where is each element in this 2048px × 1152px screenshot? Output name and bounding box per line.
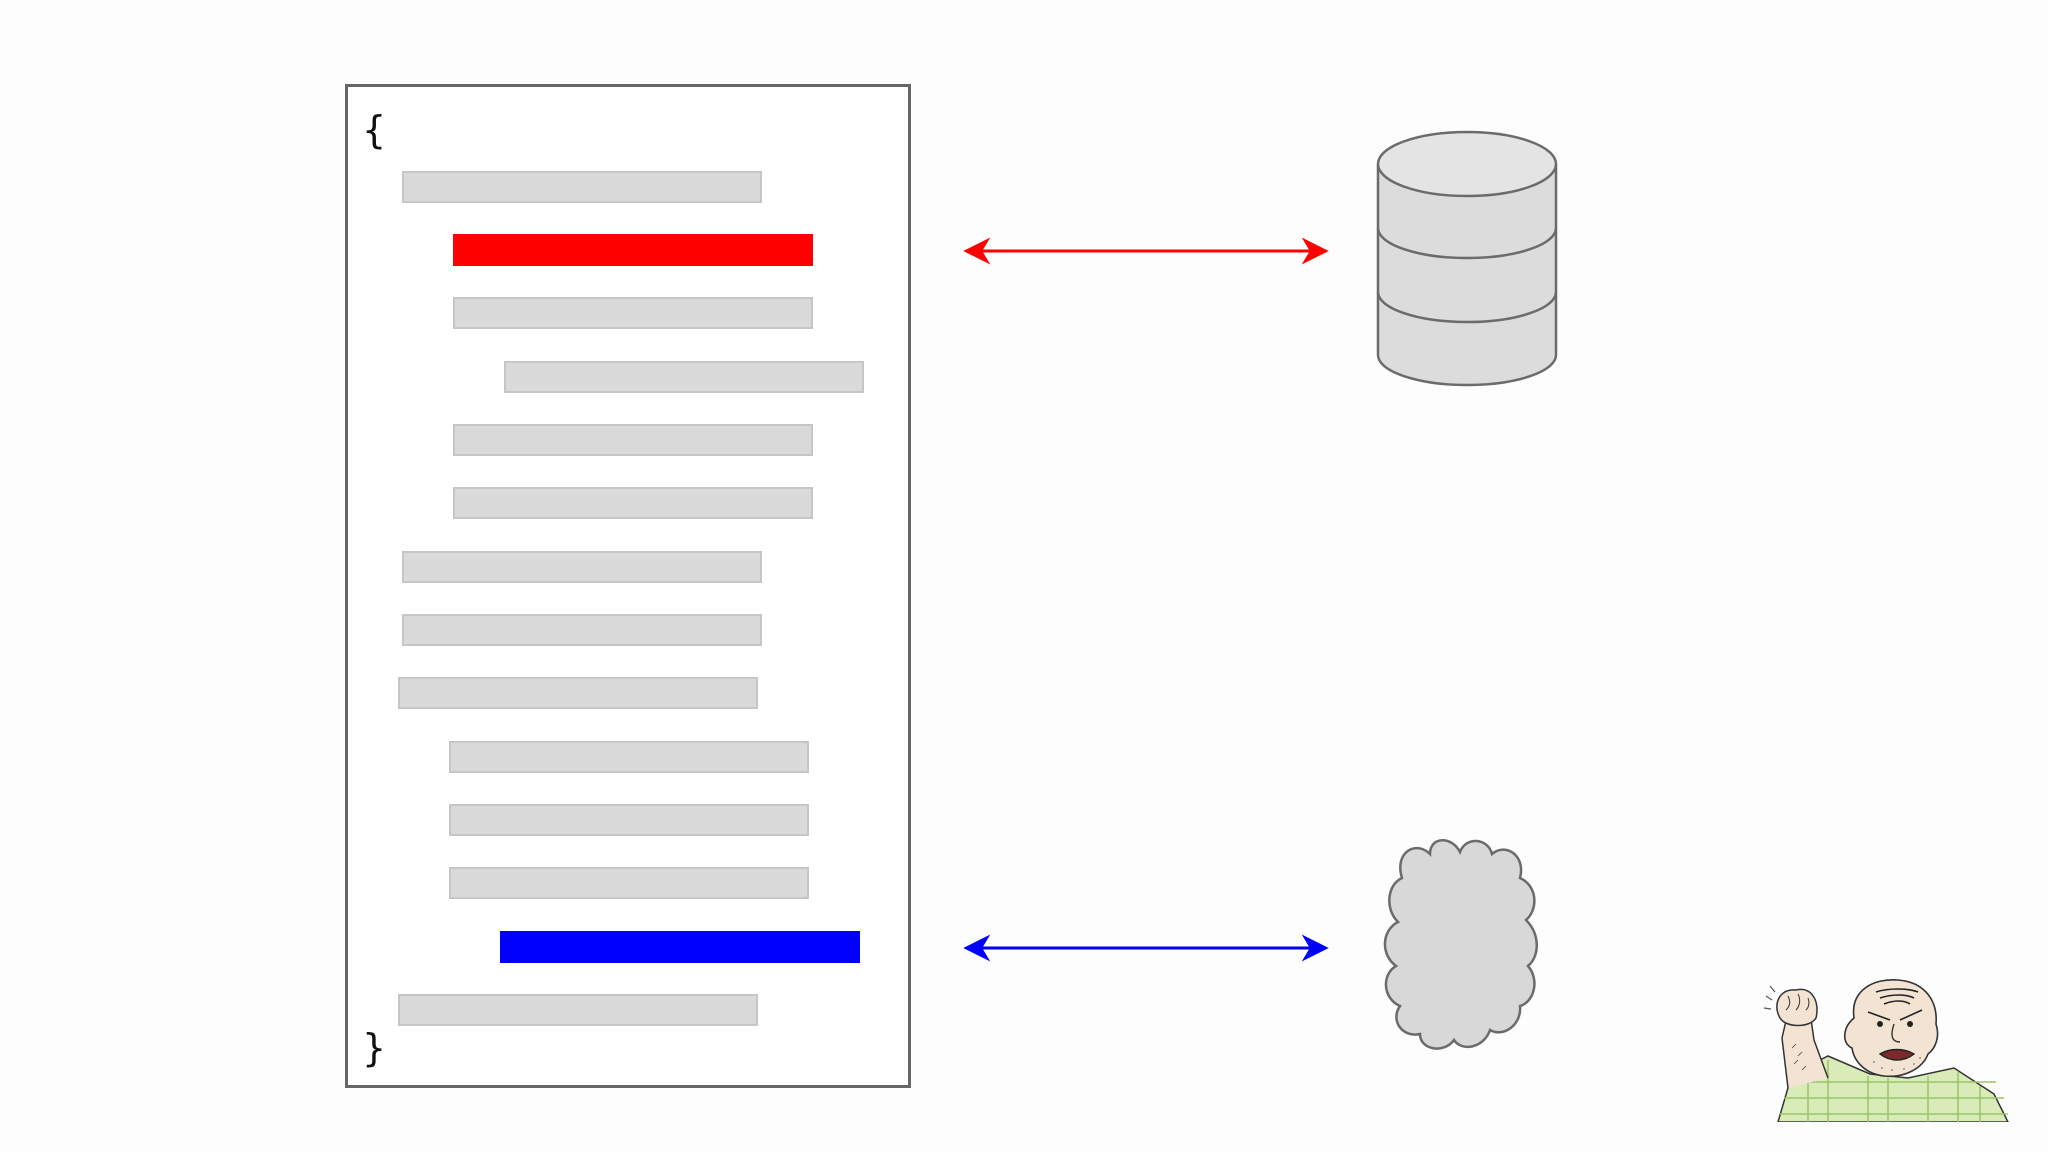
code-line <box>449 804 809 836</box>
code-line <box>453 297 813 329</box>
code-line <box>453 424 813 456</box>
code-line <box>402 171 762 203</box>
code-line <box>402 614 762 646</box>
code-line <box>449 741 809 773</box>
close-brace: } <box>362 1026 387 1070</box>
code-line <box>402 551 762 583</box>
code-line <box>398 994 758 1026</box>
database-icon <box>1376 130 1558 387</box>
code-line-network-call <box>500 931 860 963</box>
code-line <box>453 487 813 519</box>
cloud-icon <box>1383 839 1538 1050</box>
code-line-db-call <box>453 234 813 266</box>
code-block: { } <box>345 84 911 1088</box>
code-line <box>398 677 758 709</box>
open-brace: { <box>362 108 387 152</box>
code-line <box>449 867 809 899</box>
code-line <box>504 361 864 393</box>
angry-man-meme-image <box>1763 979 2009 1122</box>
